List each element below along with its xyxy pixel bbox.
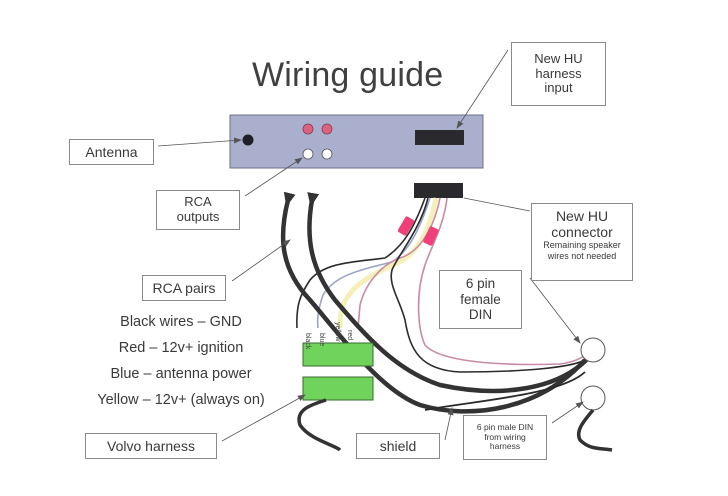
wire-tag-red: red (346, 330, 353, 340)
female-din-connector (580, 337, 606, 363)
pointer-rca-outputs (244, 157, 303, 197)
shield-wire (424, 371, 586, 411)
label-hu-connector-note1: Remaining speaker (543, 240, 621, 251)
rca-jack-white-left (302, 148, 314, 160)
label-new-hu-connector: New HU connector Remaining speaker wires… (531, 203, 633, 281)
wire-tag-black: black (304, 333, 311, 350)
pointer-harness-input (456, 49, 509, 129)
new-hu-connector-plug (414, 183, 463, 198)
label-six-pin-female-din: 6 pin female DIN (439, 270, 522, 329)
label-male-din-line3: harness (489, 441, 521, 452)
diagram-title: Wiring guide (252, 56, 444, 94)
male-din-cable (577, 408, 613, 452)
label-volvo-harness-text: Volvo harness (107, 437, 195, 454)
label-antenna-text: Antenna (85, 143, 138, 160)
label-rca-outputs-line2: outputs (176, 209, 220, 224)
male-din-connector (580, 385, 606, 411)
pointer-female-din (529, 277, 581, 344)
rca-cable-2 (307, 192, 592, 394)
label-rca-pairs-text: RCA pairs (152, 279, 216, 296)
label-volvo-harness: Volvo harness (85, 433, 217, 459)
label-hu-connector-line2: connector (551, 224, 613, 241)
wire-tag-yellow: yellow (334, 322, 341, 342)
label-antenna: Antenna (69, 139, 154, 165)
pointer-antenna (157, 137, 242, 147)
wire-tag-blue: blue (318, 333, 325, 346)
label-hu-connector-line1: New HU (555, 208, 609, 224)
pointer-volvo-harness (221, 394, 306, 442)
label-female-din-line1: 6 pin (465, 276, 496, 292)
pointer-rca-pairs (231, 239, 291, 282)
legend-black-wires: Black wires – GND (120, 314, 242, 330)
pointer-hu-connector (463, 197, 531, 212)
wire-red (357, 197, 441, 329)
crimp-connector-1 (397, 216, 415, 236)
label-female-din-line3: DIN (468, 307, 493, 323)
pointer-male-din (551, 401, 584, 424)
label-shield-text: shield (379, 437, 417, 454)
label-male-din-line2: from wiring (484, 431, 526, 442)
label-new-hu-harness-input: New HU harness input (511, 42, 606, 106)
antenna-jack (242, 134, 254, 146)
rca-jack-white-right (321, 148, 333, 160)
volvo-harness-upper (302, 342, 374, 367)
label-hu-connector-note2: wires not needed (547, 251, 617, 262)
wire-black-1 (296, 197, 426, 329)
wire-red-2 (417, 197, 589, 366)
label-harness-input-line1: New HU (534, 50, 583, 66)
label-harness-input-line2: harness (535, 65, 582, 81)
legend-red-wire: Red – 12v+ ignition (118, 340, 244, 356)
legend-yellow-wire: Yellow – 12v+ (always on) (97, 392, 265, 408)
wire-black-2 (390, 197, 586, 373)
harness-tail-cable (297, 398, 342, 452)
label-rca-pairs: RCA pairs (142, 275, 226, 301)
label-six-pin-male-din: 6 pin male DIN from wiring harness (463, 415, 547, 460)
label-female-din-line2: female (460, 291, 501, 307)
wire-blue (316, 197, 431, 329)
label-harness-input-line3: input (544, 80, 573, 96)
rca-jack-red-left (302, 123, 314, 135)
rca-jack-red-right (321, 123, 333, 135)
pointer-shield (444, 407, 454, 441)
crimp-connector-2 (423, 226, 439, 246)
label-male-din-line1: 6 pin male DIN (476, 421, 534, 432)
label-rca-outputs-line1: RCA (184, 194, 212, 210)
harness-input-socket (415, 130, 464, 145)
volvo-harness-lower (302, 376, 374, 401)
wire-yellow (337, 197, 439, 329)
rca-cable-1 (280, 191, 587, 414)
label-rca-outputs: RCA outputs (156, 190, 240, 230)
label-shield: shield (356, 433, 440, 459)
legend-blue-wire: Blue – antenna power (110, 366, 252, 382)
